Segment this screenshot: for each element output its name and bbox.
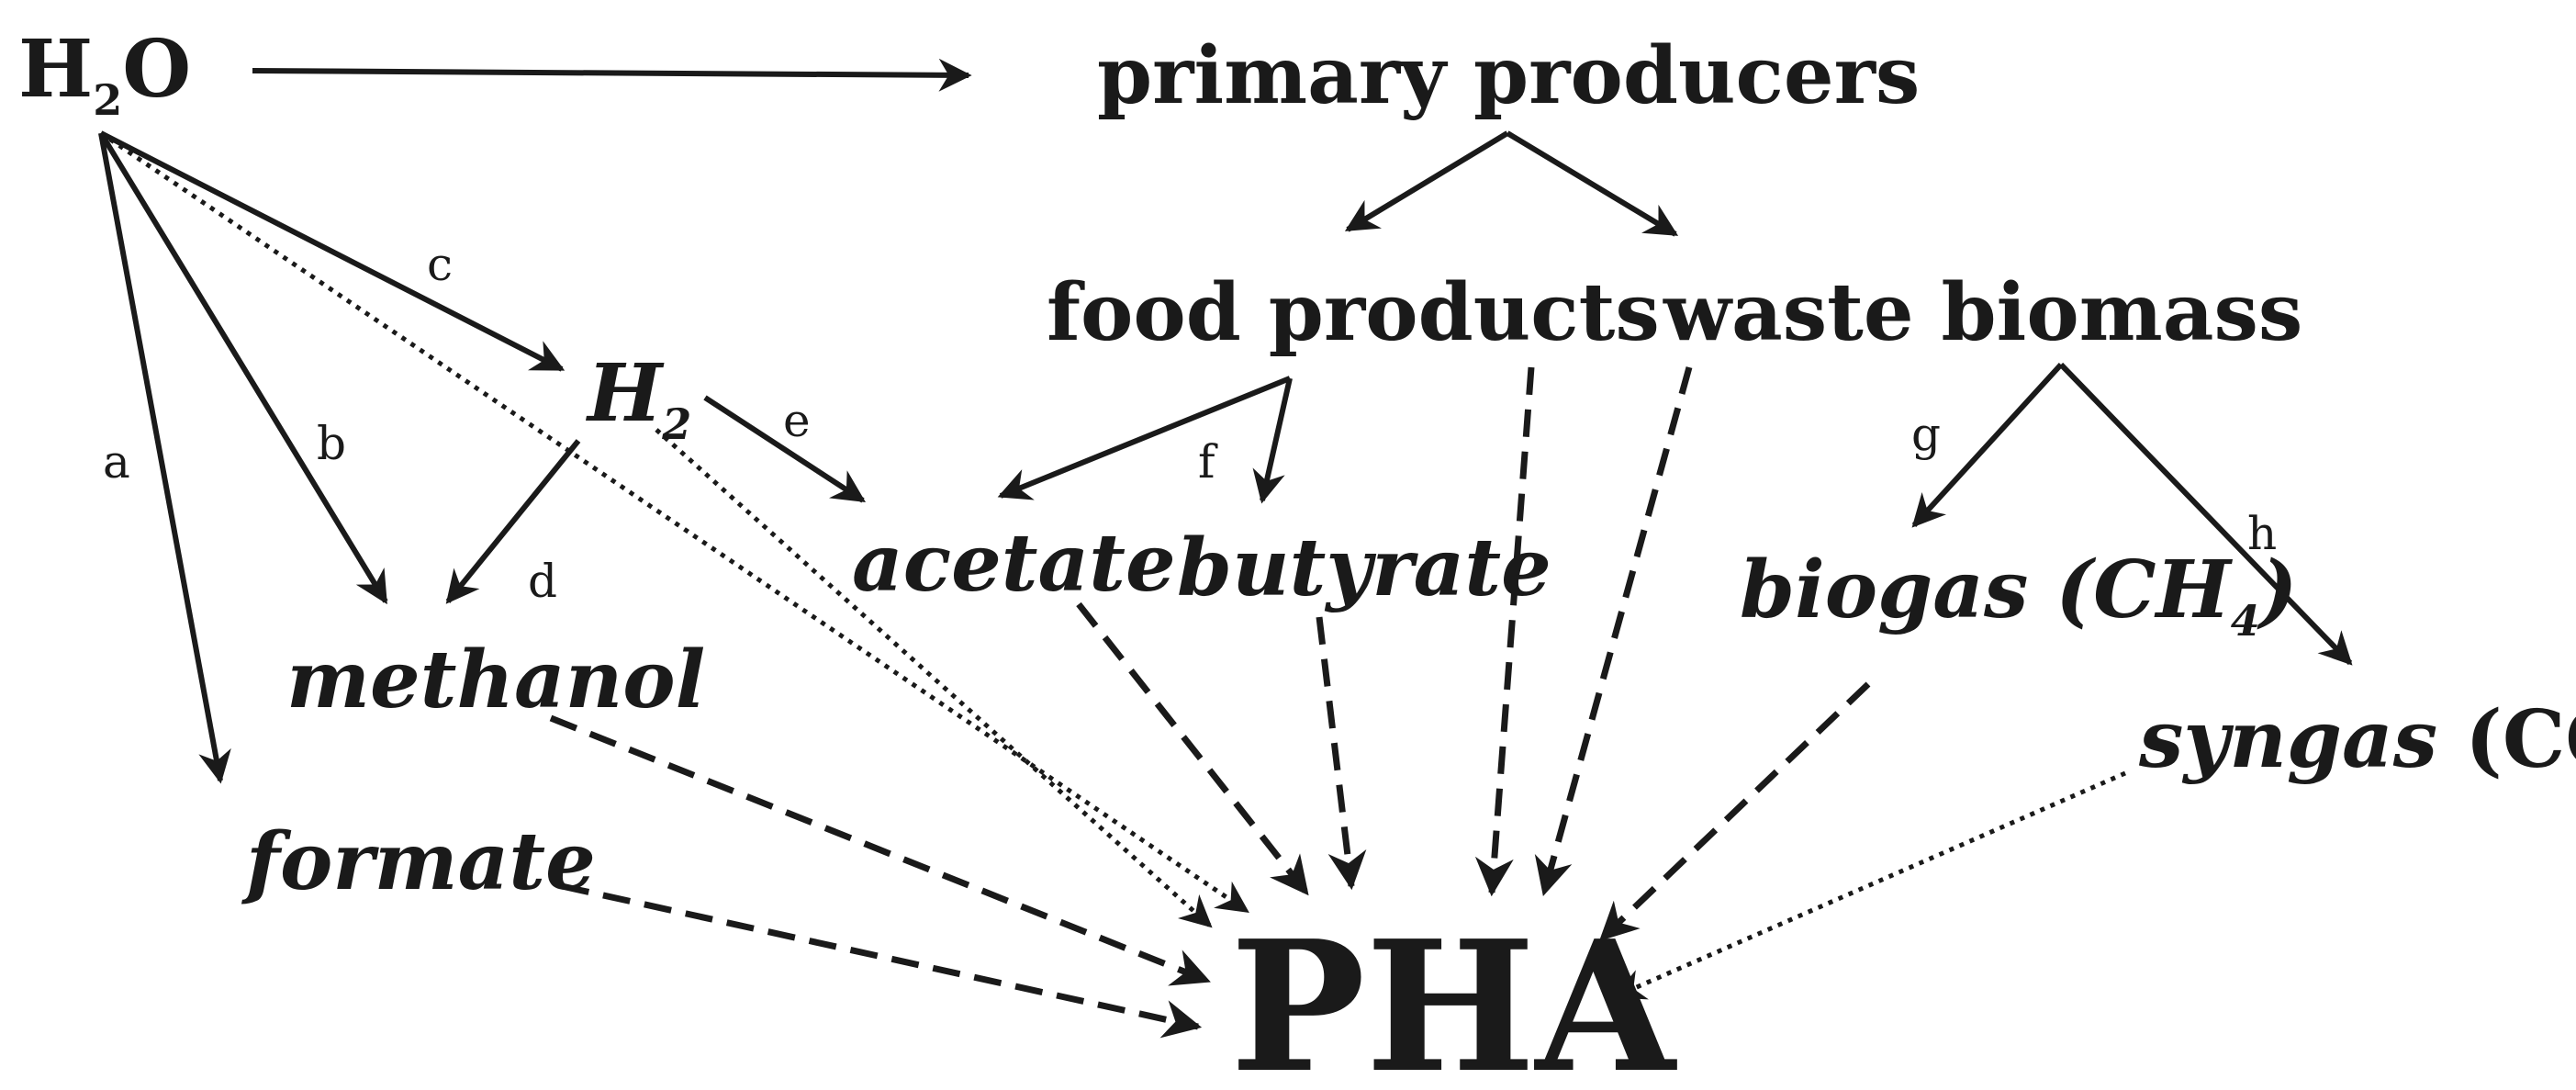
arrow-primary-to-food — [1344, 130, 1509, 232]
arrow-h2-to-acetate-e — [703, 395, 867, 503]
arrow-h2o-to-primary-producers — [252, 58, 972, 92]
node-biogas: biogas (CH4) — [1740, 544, 2298, 646]
node-formate: formate — [241, 815, 596, 908]
arrow-waste-to-syngas-h — [2058, 362, 2353, 666]
edge-label-f: f — [1198, 435, 1218, 489]
dashed-biogas-to-pha — [1598, 681, 1871, 941]
dashed-methanol-to-pha — [549, 714, 1211, 986]
edge-label-c: c — [427, 238, 453, 291]
arrow-h2o-to-methanol-b — [98, 131, 388, 605]
dotted-h2-to-pha — [655, 428, 1213, 928]
dashed-butyrate-to-pha — [1316, 616, 1367, 891]
arrow-waste-to-biogas-g — [1911, 362, 2064, 528]
edge-label-g: g — [1911, 408, 1941, 461]
edge-label-b: b — [317, 417, 346, 470]
node-pha: PHA — [1230, 902, 1678, 1090]
edge-label-d: d — [528, 555, 557, 608]
edge-label-h: h — [2247, 507, 2277, 560]
node-primary-producers: primary producers — [1097, 29, 1920, 122]
node-methanol: methanol — [286, 634, 705, 726]
dotted-syngas-to-pha — [1612, 770, 2127, 1000]
arrow-h2o-to-h2-c — [99, 130, 566, 372]
node-butyrate: butyrate — [1177, 522, 1551, 614]
node-h2: H2 — [585, 347, 691, 449]
node-acetate: acetate — [852, 517, 1176, 610]
arrow-food-to-butyrate-f — [1252, 377, 1293, 504]
arrow-h2o-to-formate-a — [98, 132, 231, 784]
node-h2o: H2O — [18, 23, 191, 125]
edge-label-e: e — [783, 394, 811, 447]
dashed-food-to-pha — [1474, 366, 1535, 897]
arrow-primary-to-waste — [1506, 130, 1679, 237]
node-syngas: syngas (CO) — [2138, 693, 2576, 786]
dashed-waste-to-pha — [1534, 366, 1693, 897]
node-food-products: food products — [1047, 266, 1660, 359]
node-waste-biomass: waste biomass — [1663, 266, 2302, 359]
arrow-food-to-acetate — [997, 376, 1292, 500]
edge-label-a: a — [103, 435, 130, 489]
dashed-formate-to-pha — [561, 882, 1203, 1039]
arrow-h2-to-methanol-d — [445, 439, 581, 604]
dashed-acetate-to-pha — [1076, 601, 1309, 896]
